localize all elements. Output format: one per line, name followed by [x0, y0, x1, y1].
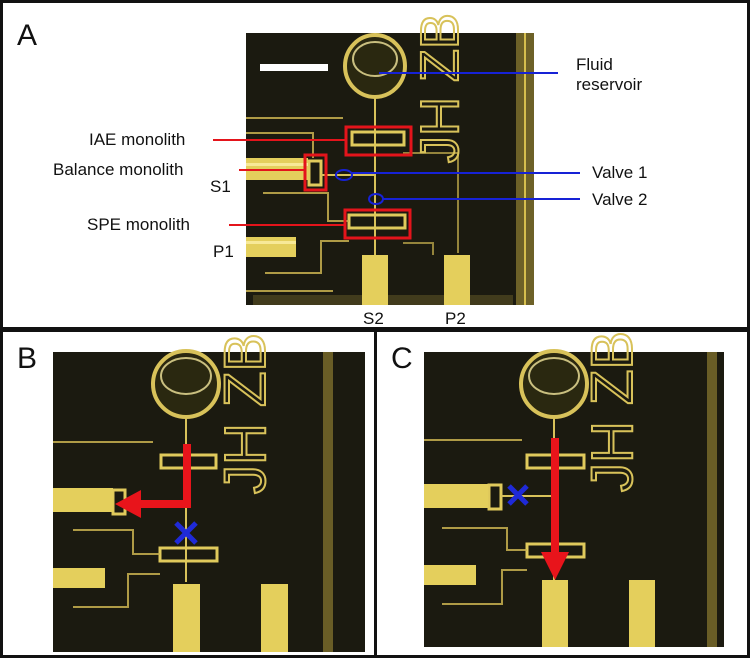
- balance-monolith-label: Balance monolith: [53, 160, 184, 179]
- s2-port: [362, 255, 388, 305]
- fluid-reservoir-label: Fluid reservoir: [576, 55, 642, 94]
- valve-2-label: Valve 2: [592, 190, 648, 209]
- panel-c: C JH ZB: [374, 329, 750, 658]
- fluid-reservoir-label-line1: Fluid: [576, 55, 613, 74]
- chip-edge-b: [323, 352, 333, 652]
- p1-port-b: [53, 568, 105, 588]
- s2-port-b: [173, 584, 200, 652]
- reservoir-highlight-c: [528, 357, 580, 395]
- panel-b-letter: B: [17, 342, 38, 375]
- balance-monolith: [307, 159, 323, 187]
- iae-monolith-label: IAE monolith: [89, 130, 186, 149]
- flow-arrow-head-c: [541, 552, 569, 580]
- p1-label: P1: [213, 242, 234, 261]
- balance-highlight-box: [303, 153, 328, 192]
- p1-port-c: [424, 565, 476, 585]
- valve-1-label: Valve 1: [592, 163, 648, 182]
- flow-arrow-head-b: [115, 490, 141, 518]
- closed-valve-cross-c: [507, 484, 529, 506]
- reservoir-highlight: [352, 41, 398, 77]
- p1-port: [246, 237, 296, 257]
- panel-a-figure: JH ZB: [213, 12, 580, 305]
- scale-bar: [260, 64, 328, 71]
- closed-valve-cross-b: [174, 521, 198, 545]
- panel-b: B JH ZB: [0, 329, 377, 658]
- fluid-reservoir-label-line2: reservoir: [576, 74, 643, 94]
- chip-edge-c: [707, 352, 717, 647]
- p2-label: P2: [445, 309, 466, 328]
- panel-a: A JH ZB: [0, 0, 750, 330]
- chip-lettering: JH ZB: [410, 13, 470, 163]
- channel-traces-b: [53, 441, 160, 608]
- chip-lettering-c: JH ZB: [580, 332, 645, 492]
- p2-port-c: [629, 580, 655, 647]
- s1-port-c: [424, 484, 488, 508]
- iae-monolith: [350, 130, 406, 147]
- s1-label: S1: [210, 177, 231, 196]
- p1-port-shine: [246, 241, 296, 244]
- panel-a-letter: A: [17, 19, 38, 52]
- channel-traces-c: [424, 439, 527, 605]
- spe-monolith-label: SPE monolith: [87, 215, 190, 234]
- reservoir-highlight-b: [160, 357, 212, 395]
- channel-traces-right: [403, 152, 459, 255]
- s1-port-b: [53, 488, 113, 512]
- flow-arrow-b: [139, 444, 191, 508]
- panel-c-figure: JH ZB: [424, 332, 724, 647]
- s2-port-c: [542, 580, 568, 647]
- channel-traces: [246, 117, 349, 292]
- p2-port-b: [261, 584, 288, 652]
- panel-b-figure: JH ZB: [53, 332, 365, 652]
- s1-port-shine: [246, 163, 308, 166]
- chip-lettering-b: JH ZB: [213, 333, 278, 494]
- valve-1-marker: [335, 169, 353, 181]
- s2-label: S2: [363, 309, 384, 328]
- p2-port: [444, 255, 470, 305]
- panel-c-letter: C: [391, 342, 413, 375]
